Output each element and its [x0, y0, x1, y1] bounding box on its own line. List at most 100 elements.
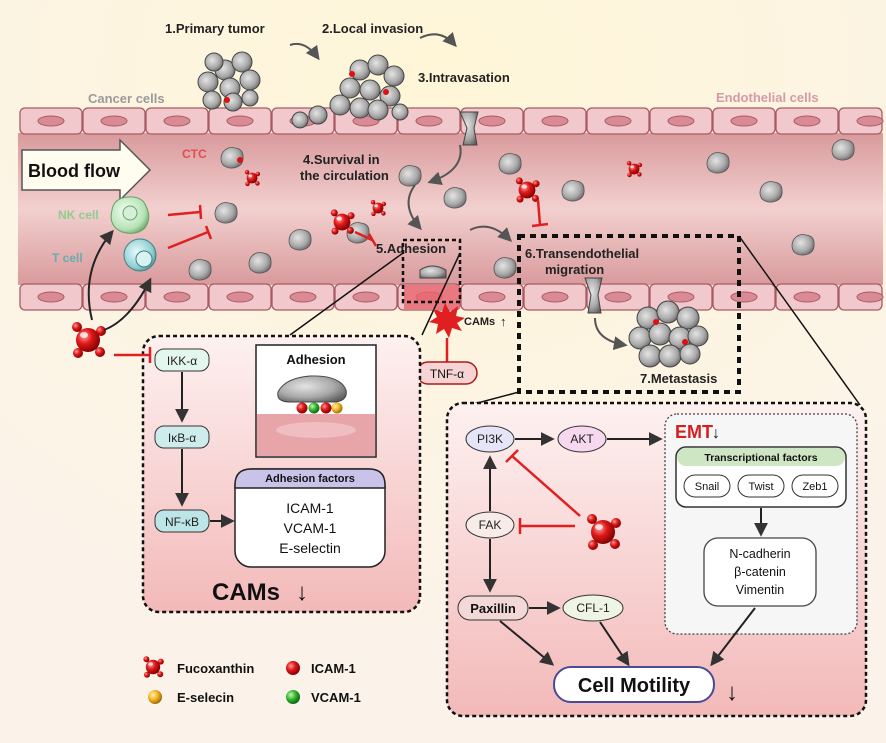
step4-label-a: 4.Survival in — [303, 152, 380, 167]
tf-zeb1: Zeb1 — [802, 481, 827, 493]
primary-tumor — [197, 51, 261, 112]
endothelial-nucleus — [415, 115, 443, 127]
pi3k-node — [465, 425, 515, 453]
endothelial-nucleus — [100, 115, 128, 127]
adhesion-inset-title: Adhesion — [286, 352, 345, 367]
marker-bcat: β-catenin — [734, 565, 786, 579]
transmigrating-cell — [584, 277, 603, 314]
emt-label: EMT — [675, 422, 713, 442]
t-cell — [123, 238, 157, 272]
metastasis-cluster — [628, 300, 709, 368]
marker-ncad: N-cadherin — [729, 547, 790, 561]
cams-burst — [429, 303, 465, 338]
icam-item: ICAM-1 — [286, 500, 334, 516]
endothelial-cells-label: Endothelial cells — [716, 90, 819, 105]
activated-endothelium — [404, 285, 460, 309]
cell-motility-down-arrow: ↓ — [726, 679, 738, 706]
paxillin-label: Paxillin — [470, 601, 516, 616]
fak-label: FAK — [479, 518, 502, 532]
tf-snail: Snail — [695, 481, 719, 493]
cell-motility-node — [553, 666, 715, 703]
nfkb-arrows — [175, 372, 235, 528]
endothelial-nucleus — [289, 291, 317, 303]
endothelial-nucleus — [100, 291, 128, 303]
cell-motility-label: Cell Motility — [578, 675, 691, 697]
tf-twist: Twist — [748, 481, 773, 493]
endothelial-nucleus — [478, 115, 506, 127]
endothelial-nucleus — [226, 291, 254, 303]
cfl1-label: CFL-1 — [576, 601, 610, 615]
ikk-label: IKK-α — [167, 354, 197, 368]
endothelial-nucleus — [793, 291, 821, 303]
nk-cell — [110, 196, 150, 234]
legend-vcam-icon — [286, 690, 300, 704]
emt-down-arrow: ↓ — [712, 425, 720, 442]
cams-up-label: CAMs — [464, 316, 495, 328]
nfkb-label: NF-κB — [165, 515, 199, 529]
fak-node — [465, 511, 515, 539]
inhibition-lines-blood — [167, 199, 549, 250]
fuco-to-t-arrow — [103, 277, 152, 331]
endothelial-nucleus — [667, 291, 695, 303]
inhibition-lines-motility — [505, 449, 581, 534]
endothelial-nucleus — [37, 115, 65, 127]
cams-down-label: CAMs — [212, 579, 280, 606]
fuco-to-nk-arrow — [87, 229, 114, 321]
akt-node — [557, 425, 607, 453]
tnf-label: TNF-α — [430, 367, 464, 381]
cams-up-arrow: ↑ — [500, 314, 507, 329]
legend-fucoxanthin: Fucoxanthin — [177, 661, 254, 676]
akt-label: AKT — [570, 432, 594, 446]
local-invasion-tumor — [291, 54, 409, 129]
endothelial-nucleus — [352, 291, 380, 303]
step7-label: 7.Metastasis — [640, 371, 717, 386]
step4-label-b: the circulation — [300, 168, 389, 183]
t-cell-label: T cell — [52, 251, 83, 265]
cams-down-arrow: ↓ — [296, 579, 308, 606]
migration-zoom-box — [517, 234, 741, 394]
step5-label: 5.Adhesion — [376, 241, 446, 256]
legend-eselectin-icon — [148, 690, 162, 704]
tf-title: Transcriptional factors — [704, 452, 817, 464]
adhesion-zoom-box — [401, 238, 462, 304]
legend: Fucoxanthin ICAM-1 E-selecin VCAM-1 — [142, 655, 361, 705]
endothelial-nucleus — [163, 291, 191, 303]
step1-label: 1.Primary tumor — [165, 21, 265, 36]
endothelial-nucleus — [37, 291, 65, 303]
emt-markers-box — [703, 537, 817, 607]
endothelial-nucleus — [541, 291, 569, 303]
step6-label-b: migration — [545, 262, 604, 277]
step-arrows — [289, 31, 628, 351]
ikb-label: IκB-α — [168, 431, 196, 445]
legend-icam-icon — [286, 661, 300, 675]
ctc-label: CTC — [182, 147, 207, 161]
pi3k-label: PI3K — [477, 432, 503, 446]
legend-vcam: VCAM-1 — [311, 690, 361, 705]
endothelial-nucleus — [604, 291, 632, 303]
nk-cell-label: NK cell — [58, 208, 99, 222]
endothelial-nucleus — [793, 115, 821, 127]
ikb-node — [154, 425, 210, 449]
intravasating-cell — [459, 111, 479, 146]
endothelial-nucleus — [226, 115, 254, 127]
motility-arrows — [483, 432, 756, 667]
adhesion-factors-title: Adhesion factors — [265, 473, 355, 485]
nfkb-node — [154, 509, 210, 533]
endothelial-nucleus — [856, 115, 884, 127]
cfl1-node — [562, 594, 624, 622]
endothelial-nucleus — [163, 115, 191, 127]
step6-label-a: 6.Transendothelial — [525, 246, 639, 261]
paxillin-node — [457, 595, 529, 621]
endothelial-nucleus — [604, 115, 632, 127]
blood-flow-label: Blood flow — [28, 161, 121, 181]
eselectin-item: E-selectin — [279, 540, 340, 556]
endothelial-nucleus — [730, 291, 758, 303]
endothelial-nucleus — [667, 115, 695, 127]
endothelial-row-bottom — [19, 283, 884, 311]
step2-label: 2.Local invasion — [322, 21, 423, 36]
endothelial-nucleus — [478, 291, 506, 303]
legend-eselectin: E-selecin — [177, 690, 234, 705]
endothelial-nucleus — [856, 291, 884, 303]
blood-flow-arrow — [21, 138, 152, 202]
